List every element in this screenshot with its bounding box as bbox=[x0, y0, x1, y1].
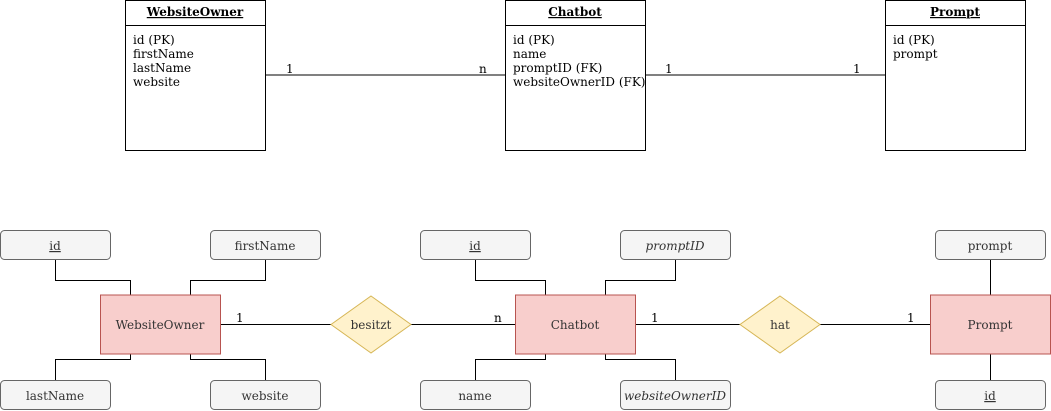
attribute-label: id bbox=[469, 239, 481, 253]
attribute-label: promptID bbox=[646, 239, 705, 253]
attribute-label: id bbox=[984, 389, 996, 403]
table-field: id (PK) bbox=[893, 33, 935, 47]
attribute-label: name bbox=[458, 389, 491, 403]
table-title: Chatbot bbox=[548, 5, 602, 19]
entity-websiteowner[interactable]: WebsiteOwner bbox=[100, 294, 221, 355]
card-owner-besitzt: 1 bbox=[236, 311, 244, 325]
attribute-owner-lastname[interactable]: lastName bbox=[0, 380, 111, 410]
table-field: name bbox=[513, 47, 546, 61]
card-owner-chatbot-left: 1 bbox=[286, 62, 294, 76]
entity-chatbot[interactable]: Chatbot bbox=[515, 294, 636, 355]
relationship-hat[interactable]: hat bbox=[739, 295, 821, 354]
er-connectors bbox=[55, 260, 991, 381]
attribute-owner-id[interactable]: id bbox=[0, 230, 111, 260]
attribute-chatbot-websiteownerid[interactable]: websiteOwnerID bbox=[620, 380, 731, 410]
attribute-chatbot-name[interactable]: name bbox=[420, 380, 531, 410]
attribute-label: lastName bbox=[26, 389, 84, 403]
relationship-besitzt[interactable]: besitzt bbox=[330, 295, 412, 354]
table-field: id (PK) bbox=[513, 33, 555, 47]
attribute-prompt-prompt[interactable]: prompt bbox=[935, 230, 1046, 260]
card-chatbot-hat: 1 bbox=[651, 311, 659, 325]
attribute-label: websiteOwnerID bbox=[624, 389, 726, 403]
relationship-label: hat bbox=[770, 318, 790, 332]
attribute-chatbot-id[interactable]: id bbox=[420, 230, 531, 260]
table-field: promptID (FK) bbox=[513, 61, 602, 75]
table-prompt[interactable]: Prompt id (PK) prompt bbox=[885, 0, 1026, 151]
card-chatbot-prompt-right: 1 bbox=[853, 62, 861, 76]
entity-label: Chatbot bbox=[551, 318, 600, 332]
table-field: firstName bbox=[133, 47, 194, 61]
card-hat-prompt: 1 bbox=[907, 311, 915, 325]
table-title: WebsiteOwner bbox=[146, 5, 244, 19]
entity-label: WebsiteOwner bbox=[116, 318, 205, 332]
card-owner-chatbot-right: n bbox=[479, 62, 487, 76]
table-chatbot[interactable]: Chatbot id (PK) name promptID (FK) websi… bbox=[505, 0, 646, 151]
table-field: prompt bbox=[893, 47, 938, 61]
table-field: website bbox=[133, 75, 180, 89]
card-besitzt-chatbot: n bbox=[494, 311, 502, 325]
table-field: id (PK) bbox=[133, 33, 175, 47]
card-chatbot-prompt-left: 1 bbox=[665, 62, 673, 76]
relationship-label: besitzt bbox=[351, 318, 392, 332]
attribute-owner-website[interactable]: website bbox=[210, 380, 321, 410]
attribute-label: id bbox=[49, 239, 61, 253]
table-title: Prompt bbox=[930, 5, 980, 19]
table-websiteowner[interactable]: WebsiteOwner id (PK) firstName lastName … bbox=[125, 0, 266, 151]
attribute-owner-firstname[interactable]: firstName bbox=[210, 230, 321, 260]
attribute-label: prompt bbox=[968, 239, 1013, 253]
table-field: lastName bbox=[133, 61, 191, 75]
entity-prompt[interactable]: Prompt bbox=[930, 294, 1051, 355]
table-field: websiteOwnerID (FK) bbox=[513, 75, 645, 89]
attribute-label: firstName bbox=[235, 239, 296, 253]
attribute-chatbot-promptid[interactable]: promptID bbox=[620, 230, 731, 260]
attribute-prompt-id[interactable]: id bbox=[935, 380, 1046, 410]
entity-label: Prompt bbox=[968, 318, 1013, 332]
attribute-label: website bbox=[242, 389, 289, 403]
